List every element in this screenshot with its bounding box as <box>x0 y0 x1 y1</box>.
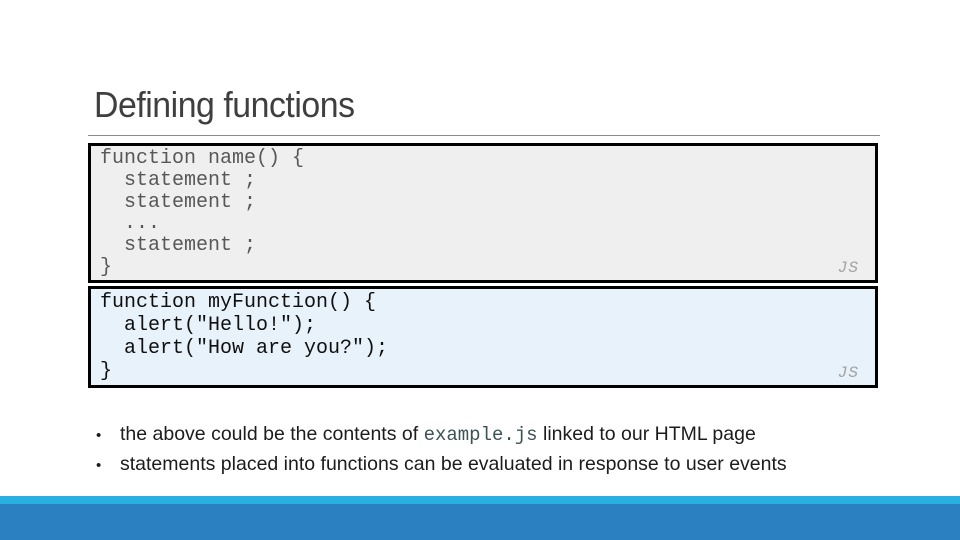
code-line: statement ; <box>100 190 257 214</box>
list-item: • statements placed into functions can b… <box>96 450 886 480</box>
code-lines: function name() { statement ; statement … <box>91 146 875 279</box>
footer-accent-strip <box>0 496 960 504</box>
code-line: } <box>100 255 113 279</box>
footer-accent-bar <box>0 504 960 540</box>
code-line: function name() { <box>100 147 305 170</box>
code-line: alert("Hello!"); <box>100 314 317 337</box>
bullet-text: the above could be the contents of examp… <box>120 420 756 450</box>
code-block-example: function myFunction() { alert("Hello!");… <box>88 286 878 388</box>
code-line: } <box>100 360 113 383</box>
bullet-icon: • <box>96 427 102 444</box>
code-line: ... <box>100 212 161 236</box>
bullet-list: • the above could be the contents of exa… <box>96 420 886 480</box>
bullet-text: statements placed into functions can be … <box>120 453 787 475</box>
list-item: • the above could be the contents of exa… <box>96 420 886 450</box>
inline-code-filename: example.js <box>423 424 538 446</box>
code-line: statement ; <box>100 234 257 258</box>
code-line: function myFunction() { <box>100 291 377 314</box>
bullet-text-prefix: the above could be the contents of <box>120 423 424 445</box>
bullet-icon: • <box>96 457 102 474</box>
code-line: statement ; <box>100 168 257 192</box>
code-lines: function myFunction() { alert("Hello!");… <box>91 289 875 383</box>
language-badge-js: JS <box>837 364 859 382</box>
bullet-text-suffix: linked to our HTML page <box>537 423 756 445</box>
title-underline <box>88 135 880 136</box>
language-badge-js: JS <box>837 259 859 277</box>
code-block-generic: function name() { statement ; statement … <box>88 143 878 283</box>
code-line: alert("How are you?"); <box>100 337 389 360</box>
page-title: Defining functions <box>94 84 355 125</box>
